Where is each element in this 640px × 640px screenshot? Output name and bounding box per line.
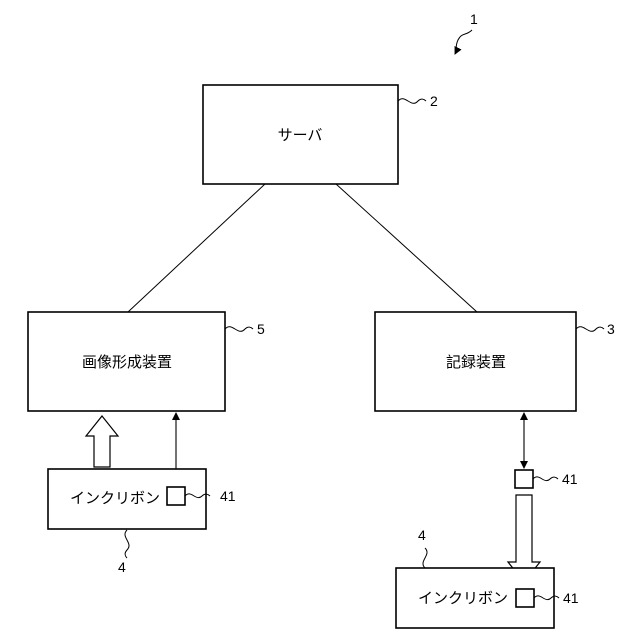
recording-device-node: 記録装置 [375,312,576,411]
chip-standalone-ref: 41 [562,471,578,487]
ink-ribbon-right-chip-ref: 41 [563,590,579,606]
link-server-recording [336,184,477,312]
image-forming-device-node: 画像形成装置 [28,312,225,411]
ic-chip-right [516,589,534,607]
recording-device-ref-leader [576,327,604,332]
server-ref-leader [398,99,426,104]
ink-ribbon-left-ref-leader [125,530,129,558]
image-forming-ref-leader [225,327,253,332]
server-ref: 2 [430,93,438,109]
chip-standalone-ref-leader [533,477,558,481]
server-node: サーバ [203,85,398,184]
ic-chip-standalone [515,470,533,488]
link-server-image-forming [128,184,265,312]
image-forming-device-label: 画像形成装置 [82,353,172,371]
figure-number: 1 [470,11,478,27]
ic-chip-left [167,487,185,505]
ink-ribbon-right-ref: 4 [418,527,426,543]
server-label: サーバ [278,126,323,144]
ink-ribbon-left-label: インクリボン [70,489,160,507]
supply-up-arrow [86,416,118,467]
ink-ribbon-left-node: インクリボン [48,469,206,529]
ink-ribbon-left-ref: 4 [118,559,126,575]
image-forming-device-ref: 5 [257,321,265,337]
ink-ribbon-right-label: インクリボン [418,589,508,607]
ink-ribbon-left-chip-ref: 41 [220,488,236,504]
recording-device-label: 記録装置 [446,353,506,371]
recording-device-ref: 3 [607,321,615,337]
figure-leader-arrow [455,30,472,54]
ink-ribbon-right-node: インクリボン [396,568,554,628]
ink-ribbon-right-ref-leader [423,548,427,568]
